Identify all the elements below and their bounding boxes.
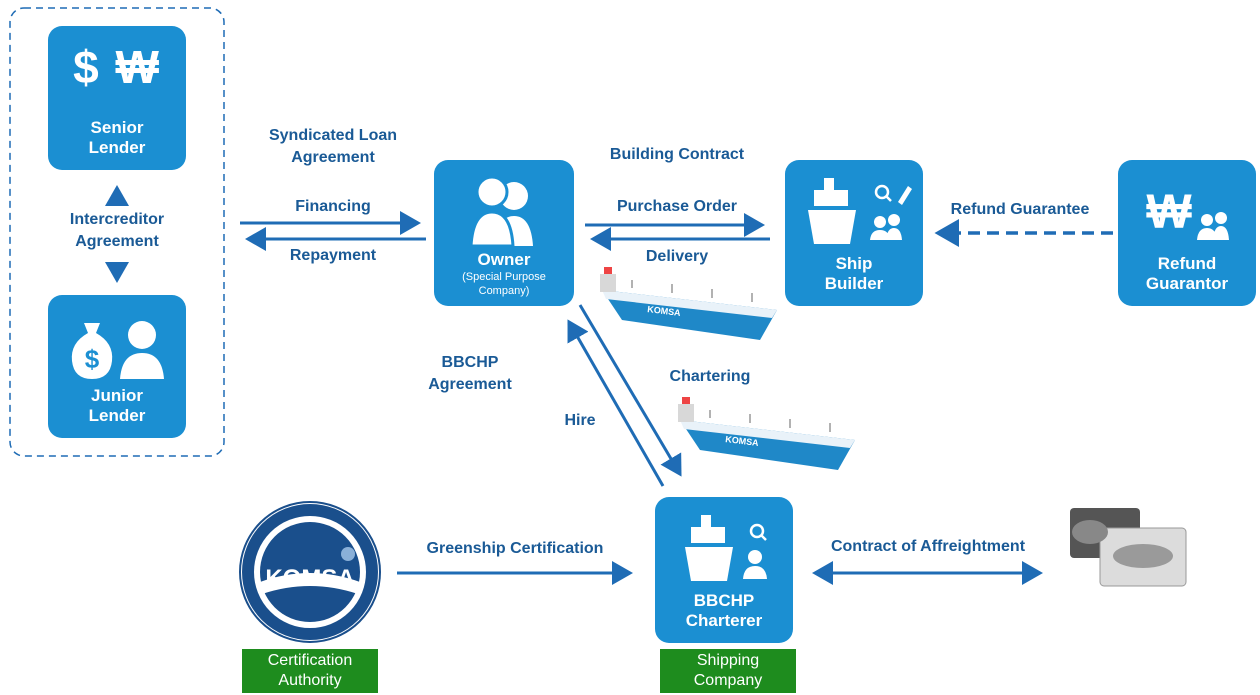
- shipping-company-label: Shipping Company: [660, 649, 796, 693]
- intercreditor-label: Intercreditor Agreement: [69, 211, 165, 250]
- charterer-box: BBCHP Charterer: [655, 497, 793, 643]
- junior-lender-box: $ Junior Lender: [48, 295, 186, 438]
- financing-label: Financing: [295, 198, 371, 215]
- junior-lender-label: Junior Lender: [88, 386, 146, 425]
- hire-label: Hire: [564, 412, 596, 429]
- ship-builder-icon: [785, 172, 923, 252]
- charterer-label: BBCHP Charterer: [685, 591, 763, 630]
- refund-guarantor-box: ₩ Refund Guarantor: [1118, 160, 1256, 306]
- senior-lender-box: $ ₩ Senior Lender: [48, 26, 186, 170]
- svg-text:KOMSA: KOMSA: [725, 434, 760, 448]
- ship-illustration-delivery: KOMSA: [600, 267, 777, 340]
- repayment-label: Repayment: [289, 247, 377, 264]
- bbchp-agreement-label: BBCHP Agreement: [428, 354, 512, 393]
- certification-authority-label: Certification Authority: [242, 649, 378, 693]
- owner-sub-label: (Special Purpose Company): [462, 271, 546, 297]
- ship-inspector-icon: [655, 509, 793, 589]
- ship-builder-label: Ship Builder: [824, 254, 884, 293]
- svg-text:$: $: [85, 344, 100, 374]
- chartering-arrow: [578, 304, 682, 477]
- delivery-label: Delivery: [645, 248, 709, 265]
- currency-icon: $ ₩: [73, 41, 161, 93]
- purchase-order-label: Purchase Order: [616, 198, 738, 215]
- svg-text:₩: ₩: [1146, 186, 1192, 239]
- greenship-certification-label: Greenship Certification: [426, 540, 604, 557]
- refund-guarantor-label: Refund Guarantor: [1145, 254, 1229, 293]
- owner-label: Owner: [477, 250, 531, 269]
- people-icon: [434, 176, 574, 246]
- ship-builder-box: Ship Builder: [785, 160, 923, 306]
- syndicated-loan-label: Syndicated Loan Agreement: [268, 127, 398, 166]
- cargo-photo: [1070, 508, 1187, 587]
- komsa-seal-logo: KOMSA: [239, 501, 381, 643]
- ship-illustration-chartering: KOMSA: [678, 397, 855, 470]
- svg-text:KOMSA: KOMSA: [265, 565, 354, 592]
- consignor-box: Consignor: [1060, 497, 1200, 643]
- building-contract-label: Building Contract: [609, 146, 745, 163]
- hire-arrow: [567, 319, 665, 487]
- won-people-icon: ₩: [1118, 178, 1256, 248]
- money-bag-person-icon: $: [48, 313, 186, 379]
- senior-lender-label: Senior Lender: [88, 118, 146, 157]
- owner-box: Owner (Special Purpose Company): [434, 160, 574, 306]
- consignor-label: Consignor: [1087, 611, 1173, 630]
- affreightment-label: Contract of Affreightment: [830, 538, 1026, 555]
- refund-guarantee-label: Refund Guarantee: [950, 201, 1090, 218]
- chartering-label: Chartering: [669, 368, 751, 385]
- svg-text:KOMSA: KOMSA: [647, 304, 682, 318]
